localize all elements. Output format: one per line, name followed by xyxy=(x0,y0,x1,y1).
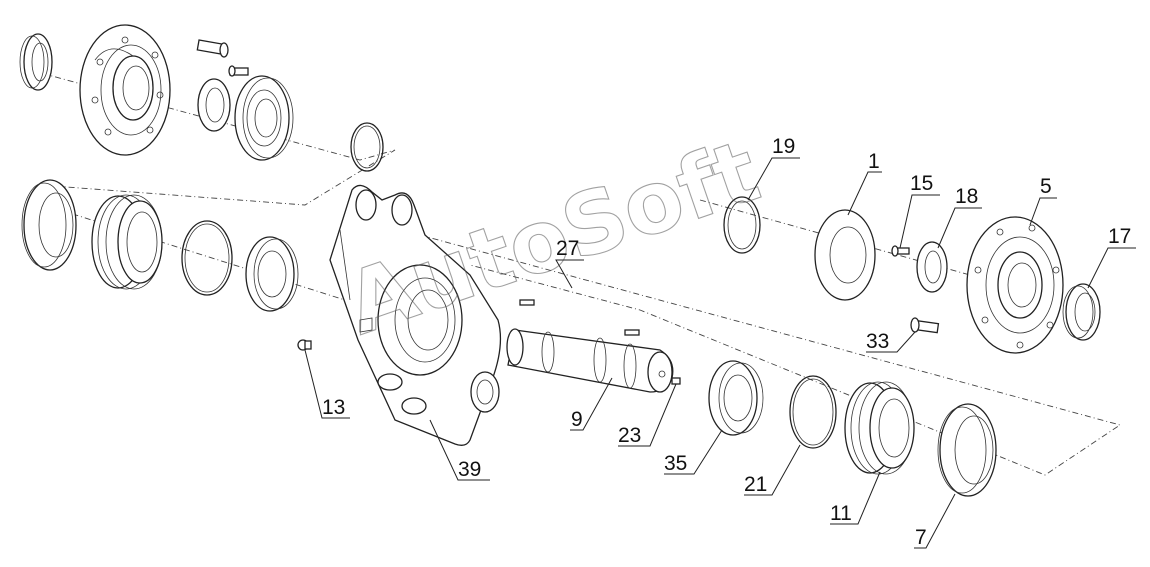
label-17: 17 xyxy=(1108,225,1131,248)
label-19: 19 xyxy=(772,135,795,158)
pin xyxy=(671,377,681,385)
disc-pack-11 xyxy=(844,381,915,475)
left-o-ring xyxy=(181,220,233,296)
callout-39: 39 xyxy=(429,419,490,481)
label-18: 18 xyxy=(955,185,978,208)
label-33: 33 xyxy=(866,330,889,353)
top-bolt xyxy=(196,39,229,58)
callout-23: 23 xyxy=(618,383,677,447)
gasket-1 xyxy=(814,209,876,301)
label-5: 5 xyxy=(1040,175,1052,198)
top-small-bolt xyxy=(228,65,249,77)
callout-15: 15 xyxy=(899,172,940,249)
callout-13: 13 xyxy=(304,349,350,419)
assembly-axis-lines xyxy=(29,69,1122,476)
top-lock-washer xyxy=(197,78,231,132)
callout-27: 27 xyxy=(555,237,584,289)
callout-11: 11 xyxy=(830,471,881,525)
callout-21: 21 xyxy=(744,444,801,496)
oil-seal-17 xyxy=(1062,283,1101,341)
callout-17: 17 xyxy=(1087,225,1136,289)
top-bearing xyxy=(234,75,294,161)
flange-cover-5 xyxy=(966,216,1064,354)
top-o-ring xyxy=(350,122,384,172)
label-35: 35 xyxy=(664,452,687,475)
main-lever-arm xyxy=(329,184,502,446)
snap-ring-19 xyxy=(723,196,761,254)
callout-7: 7 xyxy=(914,493,956,549)
callout-9: 9 xyxy=(570,377,613,431)
left-spacer-pack xyxy=(91,194,163,290)
top-flange-hub xyxy=(79,24,171,156)
bleeder-screw xyxy=(297,339,312,351)
top-oil-seal xyxy=(19,33,53,91)
watermark: AutoSoft xyxy=(334,121,771,355)
label-23: 23 xyxy=(618,424,641,447)
lock-washer-18 xyxy=(916,241,948,293)
callout-5: 5 xyxy=(1029,175,1057,226)
bolt-15 xyxy=(891,245,910,257)
bolt-33 xyxy=(910,317,940,334)
callout-19: 19 xyxy=(747,135,800,201)
callout-33: 33 xyxy=(866,330,916,353)
label-11: 11 xyxy=(830,502,852,525)
o-ring-21 xyxy=(789,375,837,449)
label-15: 15 xyxy=(910,172,933,195)
shaft-key-2 xyxy=(624,329,640,336)
callout-18: 18 xyxy=(937,185,982,249)
label-39: 39 xyxy=(458,458,481,481)
label-27: 27 xyxy=(556,237,579,260)
callout-35: 35 xyxy=(664,429,723,475)
label-7: 7 xyxy=(915,526,927,549)
left-friction-disc xyxy=(21,179,77,271)
bearing-35 xyxy=(708,360,764,436)
label-21: 21 xyxy=(744,473,767,496)
shaft-key-1 xyxy=(519,299,535,306)
label-13: 13 xyxy=(322,396,345,419)
label-9: 9 xyxy=(571,408,583,431)
label-1: 1 xyxy=(868,150,880,173)
friction-disc-7 xyxy=(937,403,997,497)
shaft xyxy=(506,328,674,393)
left-bearing xyxy=(245,236,299,312)
callout-1: 1 xyxy=(847,150,882,216)
